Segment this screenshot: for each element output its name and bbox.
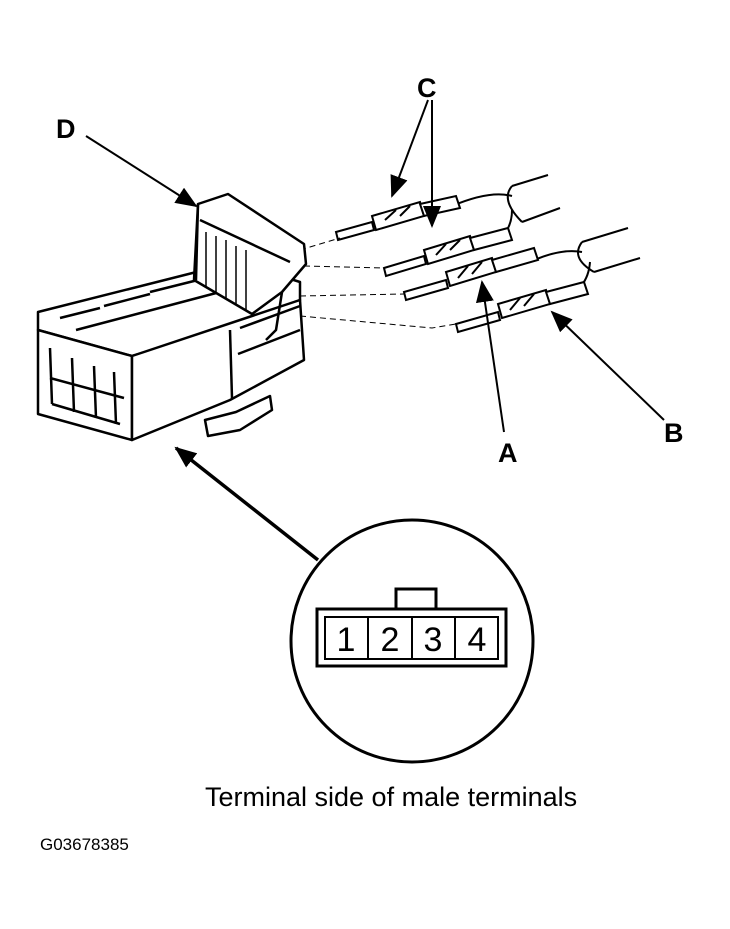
callout-label-a: A [498,438,518,468]
callout-arrows [85,99,665,562]
pin-number-4: 4 [468,621,487,659]
arrow-a [475,280,505,433]
callout-label-b: B [664,418,684,448]
arrow-view [174,446,320,562]
view-caption: Terminal side of male terminals [205,782,578,812]
arrow-d [85,135,198,208]
pin-number-2: 2 [381,621,400,659]
terminal-upper-left [334,194,462,242]
terminal-view-circle [289,518,535,764]
terminal-middle [382,226,514,278]
pin-number-3: 3 [424,621,443,659]
callout-label-c: C [417,73,437,103]
arrow-c-left [390,99,429,198]
terminal-b [454,280,590,334]
arrow-b [550,310,665,421]
pin-number-1: 1 [337,621,356,659]
alignment-lines [299,237,457,329]
terminal-a [402,246,540,302]
connector-housing [36,192,308,442]
callout-label-d: D [56,114,76,144]
figure-id: G03678385 [40,835,129,854]
